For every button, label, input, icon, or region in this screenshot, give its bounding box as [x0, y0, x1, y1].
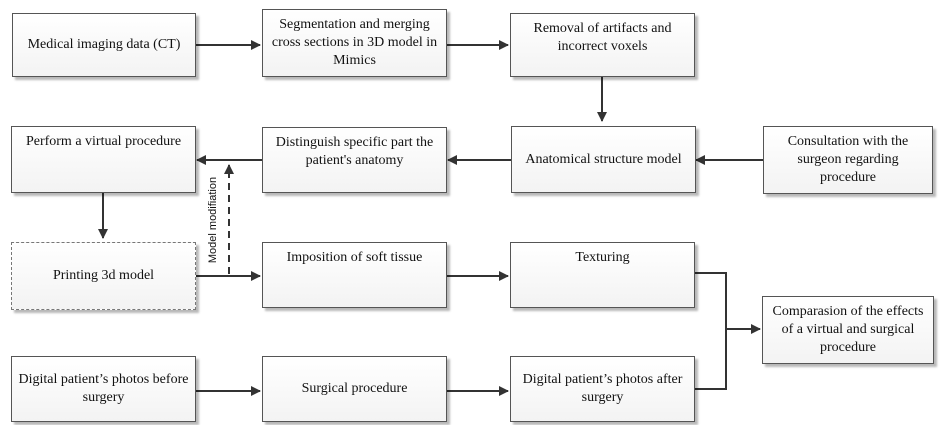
- node-virtual-procedure: Perform a virtual procedure: [11, 126, 196, 193]
- node-distinguish-anatomy-label: Distinguish specific part the patient's …: [275, 135, 434, 168]
- node-segmentation-label: Segmentation and merging cross sections …: [271, 17, 438, 68]
- node-texturing: Texturing: [510, 242, 695, 308]
- node-texturing-label: Texturing: [575, 250, 630, 265]
- node-removal-artifacts: Removal of artifacts and incorrect voxel…: [510, 13, 695, 77]
- node-photos-after: Digital patient’s photos after surgery: [510, 356, 695, 422]
- node-surgical-procedure-label: Surgical procedure: [301, 381, 408, 396]
- node-removal-artifacts-label: Removal of artifacts and incorrect voxel…: [533, 21, 672, 54]
- node-medical-imaging: Medical imaging data (CT): [12, 13, 196, 77]
- node-printing-3d-model-label: Printing 3d model: [52, 268, 155, 283]
- node-anatomical-model-label: Anatomical structure model: [525, 151, 682, 167]
- node-virtual-procedure-label: Perform a virtual procedure: [25, 134, 182, 149]
- node-photos-after-label: Digital patient’s photos after surgery: [522, 372, 683, 405]
- node-anatomical-model: Anatomical structure model: [511, 126, 696, 193]
- model-modification-label: Model modifiation: [207, 176, 219, 264]
- node-distinguish-anatomy: Distinguish specific part the patient's …: [262, 127, 447, 193]
- node-soft-tissue: Imposition of soft tissue: [262, 242, 447, 308]
- node-segmentation: Segmentation and merging cross sections …: [262, 9, 447, 77]
- node-photos-before: Digital patient’s photos before surgery: [11, 356, 196, 422]
- node-consultation-label: Consultation with the surgeon regarding …: [787, 134, 909, 185]
- node-consultation: Consultation with the surgeon regarding …: [763, 126, 933, 194]
- node-medical-imaging-label: Medical imaging data (CT): [27, 37, 181, 52]
- line-photos-after-to-merge: [695, 329, 727, 390]
- node-photos-before-label: Digital patient’s photos before surgery: [18, 372, 189, 405]
- node-soft-tissue-label: Imposition of soft tissue: [286, 250, 423, 265]
- line-texturing-to-merge: [695, 272, 727, 329]
- node-printing-3d-model: Printing 3d model: [11, 242, 196, 310]
- node-comparison: Comparasion of the effects of a virtual …: [762, 296, 934, 364]
- node-comparison-label: Comparasion of the effects of a virtual …: [772, 304, 924, 355]
- node-surgical-procedure: Surgical procedure: [262, 356, 447, 422]
